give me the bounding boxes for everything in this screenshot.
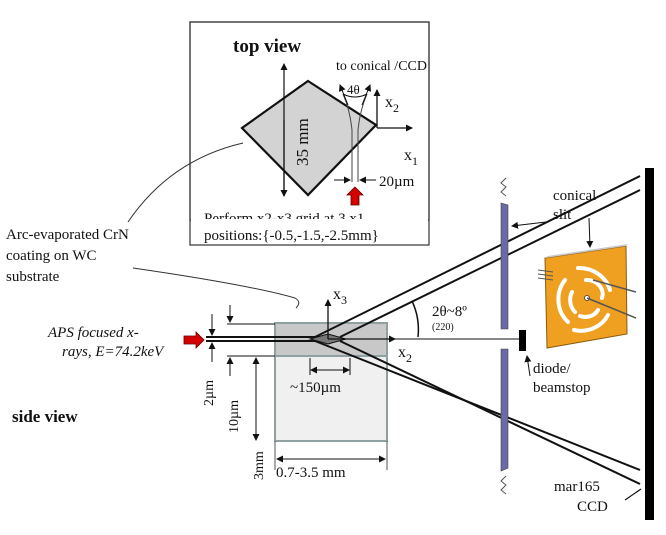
two-theta-label: 2θ~8º <box>432 304 467 320</box>
beam-height-label: 2µm <box>202 380 217 406</box>
beamstop-pointer <box>524 355 532 377</box>
top-view-frame-outline <box>189 21 430 246</box>
sample-size-label: 35 mm <box>293 118 312 166</box>
x1-axis-label: x1 <box>404 147 418 168</box>
sample-description: Arc-evaporated CrN coating on WC substra… <box>6 227 129 285</box>
coating-thickness-label: 10µm <box>227 400 242 433</box>
leader-line-side <box>132 267 300 309</box>
angle-4theta-label: 4θ <box>347 82 360 97</box>
beamstop-label-line2: beamstop <box>533 380 591 396</box>
diffracted-beam-up-outer <box>314 175 641 338</box>
x2-axis-side-label: x2 <box>398 344 412 365</box>
sample-width-label: 0.7-3.5 mm <box>276 465 346 481</box>
conical-slit-rod-1 <box>586 297 637 319</box>
top-view-panel: top view 35 mm 4θ to conical /CCD x2 x1 … <box>189 21 430 227</box>
slit-pointer-plate <box>511 221 547 229</box>
slit-pointer-device <box>586 217 594 248</box>
sample-label-line2: coating on WC <box>6 248 97 264</box>
ccd-label-line2: CCD <box>577 499 608 515</box>
sample-label-line1: Arc-evaporated CrN <box>6 227 129 243</box>
slit-label-line2: slit <box>553 207 572 223</box>
diffracted-beam-down-outer <box>339 340 641 485</box>
xray-beam-arrow-icon <box>183 331 205 349</box>
conical-slit-pin-2 <box>537 273 554 277</box>
ccd-detector <box>645 168 654 520</box>
source-label-line1: APS focused x- <box>47 325 139 341</box>
conical-slit-rings <box>556 265 612 333</box>
two-theta-arc <box>411 300 420 338</box>
sample-top-view <box>240 79 378 197</box>
break-symbol-top-icon <box>500 177 507 197</box>
incident-beam-arrow-icon <box>346 186 364 206</box>
beamstop-block <box>519 330 526 351</box>
diffracted-beam-left <box>342 93 353 131</box>
x2-axis-label: x2 <box>385 94 399 115</box>
ccd-label-line1: mar165 <box>554 479 600 495</box>
top-view-title: top view <box>233 36 301 57</box>
direction-label: to conical /CCD <box>336 59 427 74</box>
slit-label-line1: conical <box>553 188 596 204</box>
slit-plate-upper <box>500 202 509 330</box>
conical-slit-edge <box>545 244 628 258</box>
break-symbol-bottom-icon <box>500 475 507 495</box>
side-view-panel: side view APS focused x- rays, E=74.2keV… <box>12 168 654 520</box>
side-view-title: side view <box>12 407 78 426</box>
sample-label-line3: substrate <box>6 269 60 285</box>
leader-line-top <box>127 142 244 223</box>
diffracted-beam-right <box>357 93 368 131</box>
slit-plate-lower <box>500 348 509 472</box>
source-label-line2: rays, E=74.2keV <box>62 344 165 360</box>
beamstop-label-line1: diode/ <box>533 361 571 377</box>
diffracted-beam-up-inner <box>339 189 641 338</box>
frame-gap-cover <box>191 219 428 229</box>
conical-slit-device <box>537 244 637 349</box>
substrate-thickness-label: 3mm <box>252 451 267 480</box>
conical-slit-rod-2 <box>592 279 637 293</box>
reflection-label: (220) <box>432 322 454 333</box>
instruction-line2: positions:{-0.5,-1.5,-2.5mm} <box>204 228 379 244</box>
4theta-arc <box>342 93 368 98</box>
x3-axis-label: x3 <box>333 286 347 307</box>
conical-slit-pin-1 <box>537 269 554 273</box>
footprint-label: ~150µm <box>290 380 341 396</box>
conical-slit-pin-3 <box>537 277 554 281</box>
beam-width-label: 20µm <box>379 174 415 190</box>
ccd-pointer <box>624 488 642 501</box>
